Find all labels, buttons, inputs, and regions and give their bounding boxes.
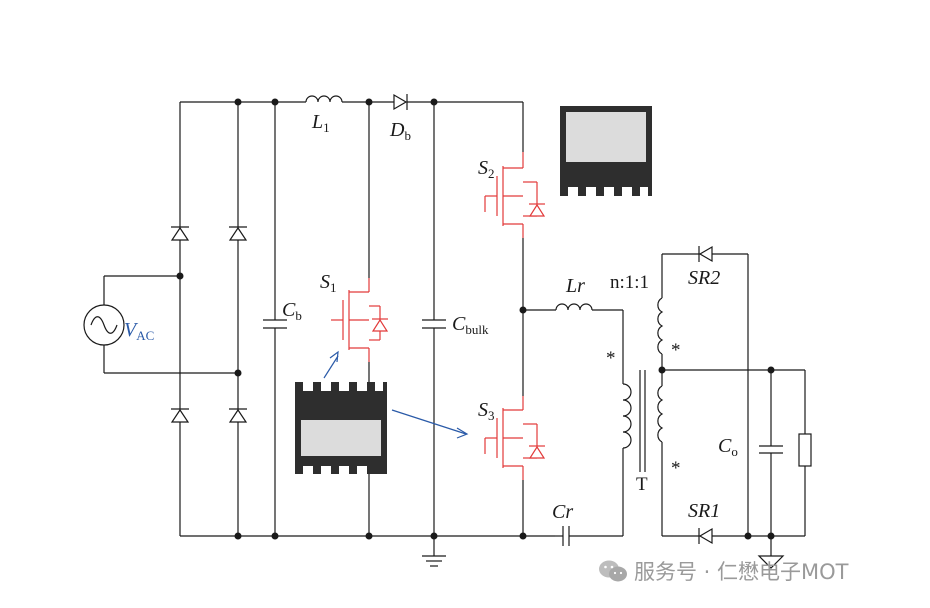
watermark-text: 服务号 · 仁懋电子MOT xyxy=(634,560,849,584)
load-resistor xyxy=(798,370,812,536)
bridge-diode-4 xyxy=(228,408,248,423)
label-transformer: T xyxy=(636,474,648,495)
bridge-diode-1 xyxy=(170,226,190,241)
mosfet-package-left xyxy=(295,382,387,474)
watermark: 服务号 · 仁懋电子MOT xyxy=(598,556,849,586)
ac-source xyxy=(83,275,238,374)
inductor-l1 xyxy=(305,95,343,103)
label-lr: Lr xyxy=(565,275,585,297)
boost-diode-db xyxy=(393,93,408,111)
secondary-side xyxy=(657,245,812,569)
mosfet-package-top xyxy=(560,106,652,196)
label-cbulk: Cbulk xyxy=(452,313,489,337)
transformer-secondary-lower xyxy=(657,385,664,443)
label-vac: VAC xyxy=(124,319,154,343)
label-db: Db xyxy=(389,119,411,143)
label-co: Co xyxy=(718,435,738,459)
capacitor-cbulk xyxy=(422,102,446,536)
transformer-secondary-upper xyxy=(657,297,664,355)
bridge-rectifier xyxy=(170,98,248,540)
svg-text:*: * xyxy=(671,340,681,361)
bottom-rail xyxy=(180,532,555,567)
label-l1: L1 xyxy=(311,111,330,135)
label-s3: S3 xyxy=(478,399,495,423)
capacitor-co xyxy=(759,370,783,536)
transformer-primary xyxy=(622,383,632,449)
bridge-diode-2 xyxy=(228,226,248,241)
pointer-arrows xyxy=(323,350,469,439)
label-cb: Cb xyxy=(282,299,302,323)
label-sr1: SR1 xyxy=(688,500,720,522)
label-s2: S2 xyxy=(478,157,495,181)
label-s1: S1 xyxy=(320,271,337,295)
capacitor-cr xyxy=(555,526,623,546)
bridge-diode-3 xyxy=(170,408,190,423)
svg-text:*: * xyxy=(671,458,681,479)
rectifier-sr2 xyxy=(698,245,713,263)
switch-s2 xyxy=(484,152,546,238)
resonant-tank xyxy=(523,303,632,546)
rectifier-sr1 xyxy=(698,527,713,545)
label-sr2: SR2 xyxy=(688,267,720,289)
half-bridge-leg xyxy=(484,102,546,536)
label-turns-ratio: n:1:1 xyxy=(610,272,649,293)
top-rail xyxy=(180,93,523,111)
transformer-core xyxy=(639,370,646,472)
wechat-icon xyxy=(599,560,627,582)
ground-symbol xyxy=(422,536,446,567)
capacitor-cb xyxy=(263,102,287,536)
output-ground-symbol xyxy=(757,536,785,569)
inductor-lr xyxy=(555,303,593,311)
polarity-marks: * * * xyxy=(606,340,681,479)
svg-text:*: * xyxy=(606,348,616,369)
switch-s3 xyxy=(484,396,546,480)
label-cr: Cr xyxy=(552,501,573,523)
